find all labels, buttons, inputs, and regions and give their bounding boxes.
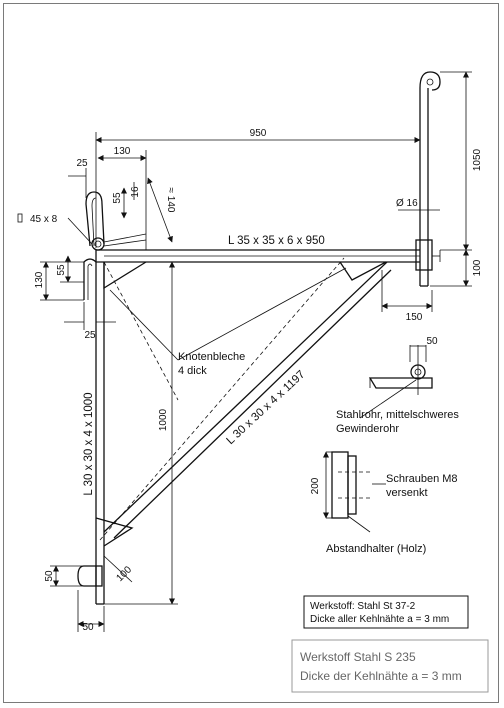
dim-55-left: 55	[56, 264, 67, 276]
dim-150: 150	[406, 312, 423, 323]
dim-55-top: 55	[112, 192, 123, 204]
top-hook	[85, 191, 147, 251]
vertical-member	[95, 250, 105, 605]
drawing-frame	[3, 3, 499, 703]
dim-950: 950	[250, 128, 267, 139]
top-beam	[96, 249, 420, 263]
label-pipe-line1: Stahlrohr, mittelschweres	[336, 409, 459, 421]
dashed-reference-lines	[99, 257, 345, 541]
diagonal-member	[103, 261, 392, 539]
dim-50-detail: 50	[426, 336, 438, 347]
label-vertical-member: L 30 x 30 x 4 x 1000	[83, 392, 95, 495]
material-note-line2: Dicke aller Kehlnähte a = 3 mm	[310, 614, 449, 625]
label-gusset-line2: 4 dick	[178, 365, 207, 377]
dim-25-top: 25	[76, 158, 88, 169]
dim-130-top: 130	[114, 146, 131, 157]
dim-16-dia: Ø 16	[396, 198, 418, 209]
label-diagonal-member: L 30 x 30 x 4 x 1197	[224, 369, 307, 448]
dim-50-bottom-left: 50	[44, 570, 55, 582]
flat-bar-symbol	[17, 213, 23, 223]
label-screws-line2: versenkt	[386, 487, 428, 499]
label-spacer: Abstandhalter (Holz)	[326, 543, 426, 555]
dim-100-right: 100	[472, 259, 483, 276]
gusset-plates	[95, 261, 387, 547]
dim-25-bottom: 25	[84, 330, 96, 341]
dim-1050: 1050	[472, 148, 483, 171]
right-pipe	[415, 71, 441, 287]
label-top-beam: L 35 x 35 x 6 x 950	[228, 235, 325, 247]
label-screws-line1: Schrauben M8	[386, 473, 458, 485]
dim-130-left: 130	[34, 271, 45, 288]
pipe-detail	[368, 345, 433, 395]
left-hook	[83, 258, 97, 300]
label-pipe-line2: Gewinderohr	[336, 423, 399, 435]
legend-line2: Dicke der Kehlnähte a = 3 mm	[300, 669, 462, 683]
dim-200: 200	[310, 477, 321, 494]
legend-box	[291, 639, 489, 693]
dim-45x8: 45 x 8	[30, 214, 58, 225]
spacer-detail	[326, 451, 370, 519]
dim-1000: 1000	[158, 408, 169, 431]
label-gusset-line1: Knotenbleche	[178, 351, 245, 363]
legend-line1: Werkstoff Stahl S 235	[300, 650, 416, 664]
material-note-line1: Werkstoff: Stahl St 37-2	[310, 601, 416, 612]
bottom-foot	[77, 565, 103, 587]
dimension-lines	[40, 71, 472, 632]
material-note-box	[303, 595, 469, 629]
dim-16-top: 16	[130, 186, 141, 198]
leader-lines	[109, 267, 417, 533]
dim-140: ≈ 140	[165, 188, 176, 213]
dim-50-bottom: 50	[82, 622, 94, 633]
